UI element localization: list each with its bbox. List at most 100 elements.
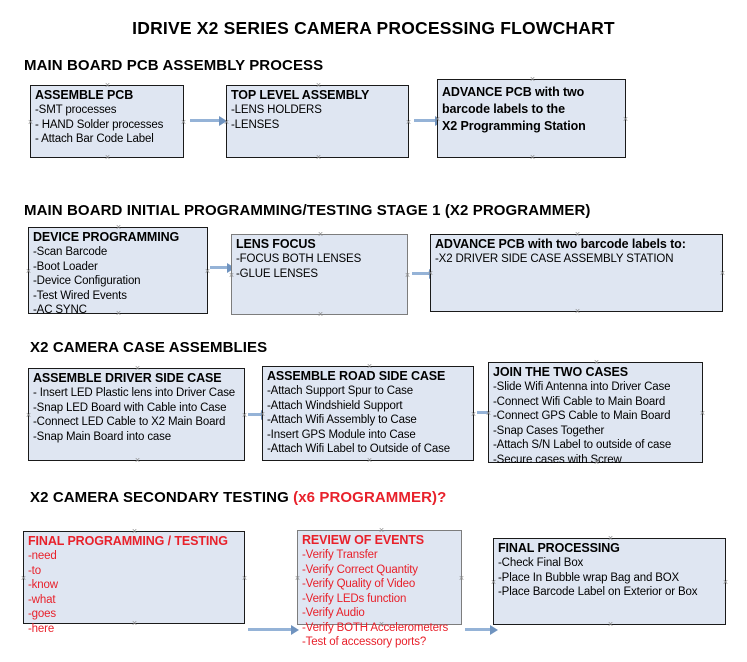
connection-handle-bottom[interactable] bbox=[378, 621, 385, 628]
connection-handle-bottom[interactable] bbox=[366, 457, 373, 464]
connection-handle-left[interactable] bbox=[223, 119, 230, 126]
connection-handle-top[interactable] bbox=[574, 231, 581, 238]
section-heading-text: MAIN BOARD INITIAL PROGRAMMING/TESTING S… bbox=[24, 202, 591, 219]
connection-handle-bottom[interactable] bbox=[315, 154, 322, 161]
connection-handle-top[interactable] bbox=[378, 527, 385, 534]
section-heading-main-board-pcb-assembly: MAIN BOARD PCB ASSEMBLY PROCESS bbox=[24, 57, 323, 74]
flow-box-title: ASSEMBLE DRIVER SIDE CASE bbox=[33, 371, 222, 385]
connection-handle-left[interactable] bbox=[434, 116, 441, 123]
flow-box-final-processing[interactable]: FINAL PROCESSING -Check Final Box -Place… bbox=[493, 538, 726, 625]
flow-box-line: barcode labels to the bbox=[442, 102, 565, 116]
flow-box-line: -Boot Loader bbox=[33, 260, 98, 273]
connection-handle-bottom[interactable] bbox=[134, 457, 141, 464]
connection-handle-right[interactable] bbox=[722, 579, 729, 586]
flow-box-line: -Slide Wifi Antenna into Driver Case bbox=[493, 381, 671, 393]
connection-handle-top[interactable] bbox=[115, 224, 122, 231]
flow-box-device-programming[interactable]: DEVICE PROGRAMMING -Scan Barcode -Boot L… bbox=[25, 224, 211, 317]
flow-box-line: -Connect Wifi Cable to Main Board bbox=[493, 395, 666, 408]
flow-box-line: - Insert LED Plastic lens into Driver Ca… bbox=[33, 387, 236, 399]
section-heading-text: MAIN BOARD PCB ASSEMBLY PROCESS bbox=[24, 57, 324, 74]
connection-handle-right[interactable] bbox=[404, 272, 411, 279]
connection-handle-left[interactable] bbox=[20, 575, 27, 582]
connection-handle-bottom[interactable] bbox=[115, 310, 122, 317]
connection-handle-left[interactable] bbox=[27, 119, 34, 126]
flow-box-top-level-assembly[interactable]: TOP LEVEL ASSEMBLY -LENS HOLDERS -LENSES bbox=[226, 85, 409, 158]
connection-handle-right[interactable] bbox=[699, 410, 706, 417]
flow-box-line: -AC SYNC bbox=[33, 304, 87, 316]
connection-handle-left[interactable] bbox=[259, 411, 266, 418]
connection-handle-left[interactable] bbox=[294, 575, 301, 582]
flow-box-join-the-two-cases[interactable]: JOIN THE TWO CASES -Slide Wifi Antenna i… bbox=[485, 359, 706, 466]
flow-box-assemble-driver-side-case[interactable]: ASSEMBLE DRIVER SIDE CASE - Insert LED P… bbox=[28, 368, 245, 461]
flow-box-line: -Snap Main Board into case bbox=[33, 430, 172, 443]
connection-handle-top[interactable] bbox=[607, 535, 614, 542]
connection-handle-bottom[interactable] bbox=[529, 154, 536, 161]
flow-box-lens-focus[interactable]: LENS FOCUS -FOCUS BOTH LENSES -GLUE LENS… bbox=[231, 234, 408, 315]
flow-box-line: - HAND Solder processes bbox=[35, 118, 164, 131]
connection-handle-top[interactable] bbox=[366, 363, 373, 370]
flow-box-assemble-road-side-case[interactable]: ASSEMBLE ROAD SIDE CASE -Attach Support … bbox=[262, 366, 474, 461]
connection-handle-left[interactable] bbox=[427, 270, 434, 277]
connection-handle-left[interactable] bbox=[485, 410, 492, 417]
connection-handle-top[interactable] bbox=[104, 82, 111, 89]
connection-handle-right[interactable] bbox=[241, 575, 248, 582]
connection-handle-right[interactable] bbox=[458, 575, 465, 582]
flow-box-line: -goes bbox=[28, 608, 57, 620]
flow-box-review-of-events[interactable]: REVIEW OF EVENTS -Verify Transfer -Verif… bbox=[294, 527, 465, 648]
flow-box-line: -Device Configuration bbox=[33, 275, 141, 287]
connection-handle-top[interactable] bbox=[593, 359, 600, 366]
flow-box-line: -Attach Wifi Label to Outside of Case bbox=[267, 443, 451, 455]
connection-handle-bottom[interactable] bbox=[317, 311, 324, 318]
flow-box-title: FINAL PROCESSING bbox=[498, 541, 620, 555]
section-heading-accent: (x6 PROGRAMMER)? bbox=[293, 489, 447, 506]
connector-arrow bbox=[414, 115, 443, 126]
connection-handle-left[interactable] bbox=[490, 579, 497, 586]
flow-box-line: -Connect LED Cable to X2 Main Board bbox=[33, 416, 226, 428]
flow-box-line: -to bbox=[28, 564, 41, 577]
flow-box-assemble-pcb[interactable]: ASSEMBLE PCB -SMT processes - HAND Solde… bbox=[30, 85, 184, 158]
connection-handle-right[interactable] bbox=[241, 412, 248, 419]
connection-handle-bottom[interactable] bbox=[574, 308, 581, 315]
connection-handle-bottom[interactable] bbox=[131, 620, 138, 627]
connection-handle-top[interactable] bbox=[131, 528, 138, 535]
connection-handle-bottom[interactable] bbox=[593, 459, 600, 466]
connection-handle-right[interactable] bbox=[204, 268, 211, 275]
connection-handle-top[interactable] bbox=[529, 76, 536, 83]
flow-box-advance-pcb-to-x2-programming-station[interactable]: ADVANCE PCB with two barcode labels to t… bbox=[437, 79, 626, 158]
connection-handle-right[interactable] bbox=[470, 411, 477, 418]
flow-box-advance-pcb-to-driver-side-case-station[interactable]: ADVANCE PCB with two barcode labels to: … bbox=[430, 234, 723, 312]
flow-box-line: -Attach Wifi Assembly to Case bbox=[267, 414, 417, 426]
connection-handle-top[interactable] bbox=[317, 231, 324, 238]
page-title: IDRIVE X2 SERIES CAMERA PROCESSING FLOWC… bbox=[132, 18, 615, 38]
section-heading-text: X2 CAMERA CASE ASSEMBLIES bbox=[30, 339, 268, 356]
connection-handle-top[interactable] bbox=[134, 365, 141, 372]
flow-box-title: DEVICE PROGRAMMING bbox=[33, 230, 180, 244]
flow-box-line: -GLUE LENSES bbox=[236, 267, 318, 280]
connection-handle-left[interactable] bbox=[25, 412, 32, 419]
flow-box-line: -Place Barcode Label on Exterior or Box bbox=[498, 586, 698, 598]
flow-box-title: JOIN THE TWO CASES bbox=[493, 365, 629, 379]
flow-box-line: -LENS HOLDERS bbox=[231, 104, 322, 116]
connection-handle-right[interactable] bbox=[180, 119, 187, 126]
connection-handle-right[interactable] bbox=[622, 116, 629, 123]
flow-box-line: -Insert GPS Module into Case bbox=[267, 428, 416, 441]
connection-handle-top[interactable] bbox=[315, 82, 322, 89]
flow-box-line: -FOCUS BOTH LENSES bbox=[236, 253, 362, 265]
flow-box-final-programming-testing[interactable]: FINAL PROGRAMMING / TESTING -need -to -k… bbox=[20, 528, 248, 635]
flow-box-title: LENS FOCUS bbox=[236, 237, 316, 251]
connection-handle-left[interactable] bbox=[25, 268, 32, 275]
connection-handle-right[interactable] bbox=[719, 270, 726, 277]
flow-box-line: -Verify Audio bbox=[302, 607, 365, 619]
flow-box-line: -know bbox=[28, 579, 58, 591]
flow-box-line: -X2 DRIVER SIDE CASE ASSEMBLY STATION bbox=[435, 253, 674, 265]
connection-handle-right[interactable] bbox=[405, 119, 412, 126]
flow-box-title: REVIEW OF EVENTS bbox=[302, 533, 425, 547]
flow-box-line: -Attach Support Spur to Case bbox=[267, 385, 414, 397]
connection-handle-left[interactable] bbox=[228, 272, 235, 279]
flow-box-line: -what bbox=[28, 593, 56, 606]
connection-handle-bottom[interactable] bbox=[104, 154, 111, 161]
flow-box-line: -Check Final Box bbox=[498, 557, 584, 569]
connection-handle-bottom[interactable] bbox=[607, 621, 614, 628]
flow-box-line: -here bbox=[28, 622, 55, 635]
